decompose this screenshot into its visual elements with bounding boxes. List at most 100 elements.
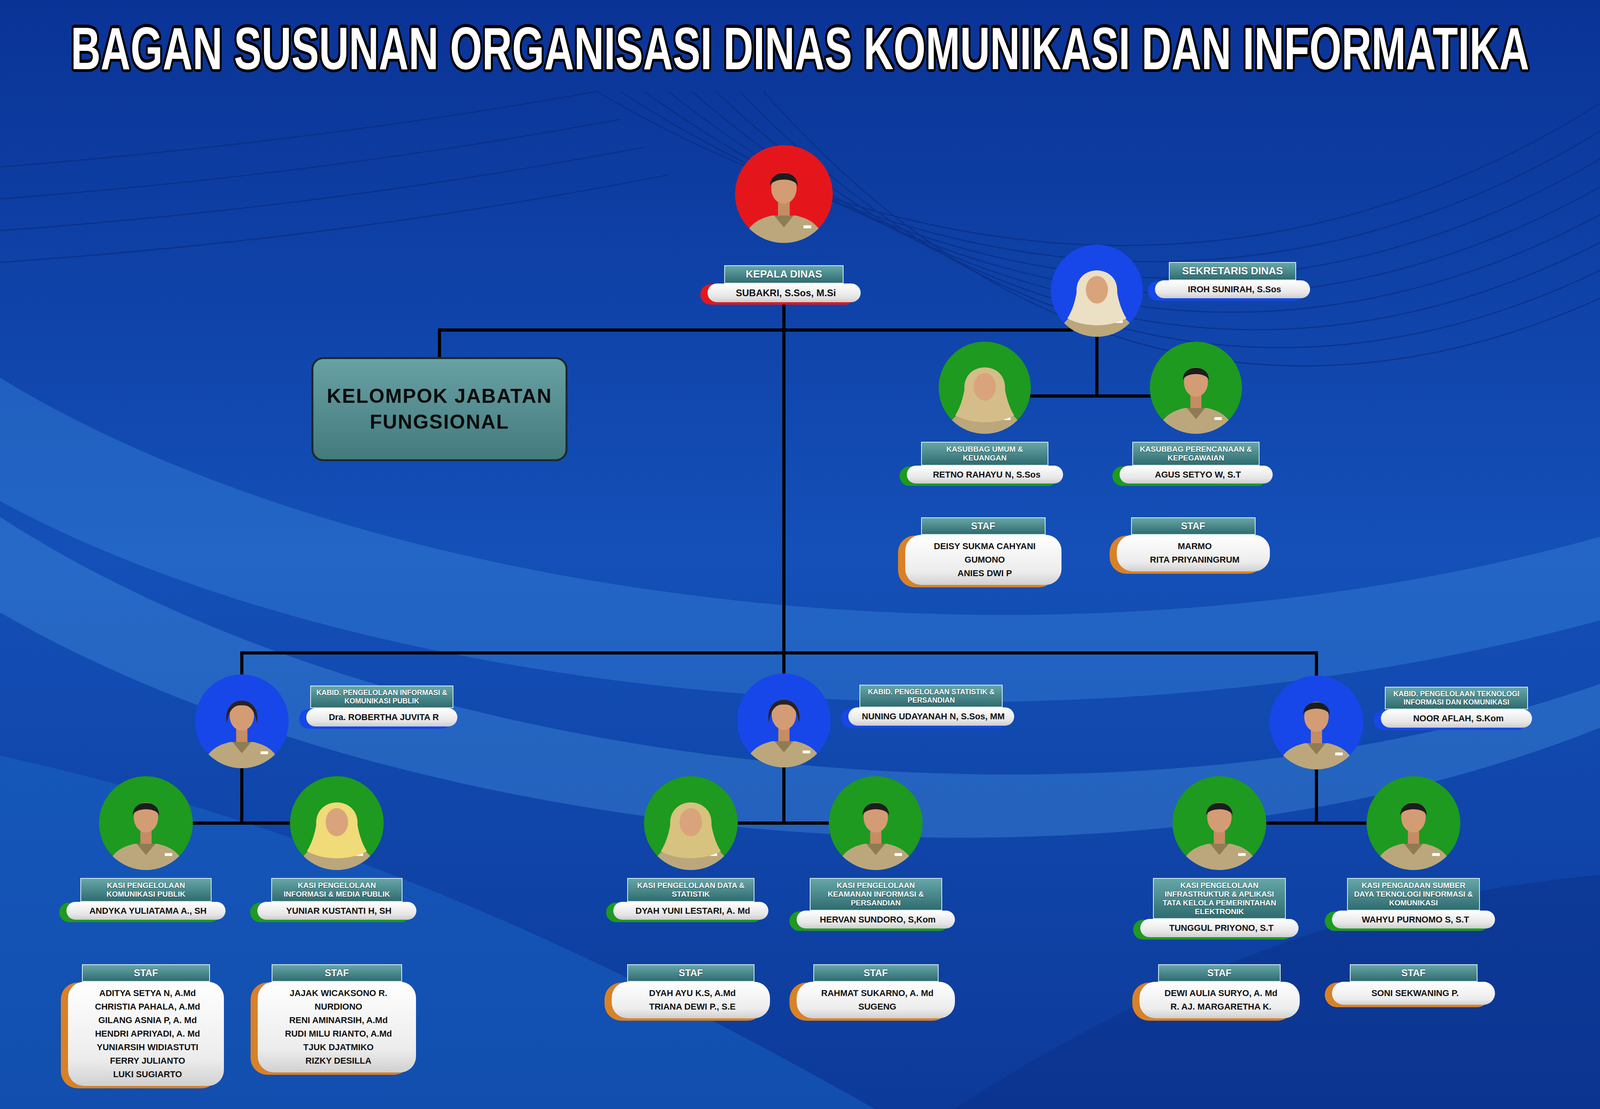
portrait-photo xyxy=(1172,776,1267,871)
staff-name: ADITYA SETYA N, A.Md xyxy=(81,986,214,1001)
official-card: KABID. PENGELOLAAN INFORMASI & KOMUNIKAS… xyxy=(194,674,458,769)
hair xyxy=(132,802,160,816)
official-card: KASI PENGELOLAAN INFRASTRUKTUR & APLIKAS… xyxy=(1140,776,1299,938)
portrait-figure xyxy=(734,145,833,244)
portrait-figure xyxy=(99,776,193,871)
staff-name: CHRISTIA PAHALA, A.Md xyxy=(81,1000,214,1014)
background-lines xyxy=(0,91,1600,366)
title-tab: STAF xyxy=(627,964,755,982)
staff-list-pill: DYAH AYU K.S, A.MdTRIANA DEWI P., S.E xyxy=(611,981,770,1019)
title-tab: SEKRETARIS DINAS xyxy=(1168,262,1297,281)
title-tab: STAF xyxy=(271,964,403,982)
uniform-shirt xyxy=(106,843,186,871)
name-badge xyxy=(1214,417,1222,420)
background-line xyxy=(620,91,1600,262)
staff-card: STAFMARMORITA PRIYANINGRUM xyxy=(1116,517,1270,572)
face xyxy=(973,373,996,401)
staff-name: MARMO xyxy=(1130,539,1260,554)
name-badge xyxy=(1335,752,1343,756)
org-connector xyxy=(1316,769,1367,824)
name-pill: YUNIAR KUSTANTI H, SH xyxy=(257,902,417,920)
org-connector xyxy=(737,767,784,824)
portrait-figure xyxy=(1366,776,1461,871)
portrait-figure xyxy=(289,776,384,871)
staff-name: FERRY JULIANTO xyxy=(81,1054,214,1068)
collar xyxy=(1186,408,1206,420)
staff-card: STAFRAHMAT SUKARNO, A. MdSUGENG xyxy=(796,964,955,1019)
background-swoosh xyxy=(0,755,875,1109)
staff-list-pill: MARMORITA PRIYANINGRUM xyxy=(1116,534,1270,572)
staff-name: RIZKY DESILLA xyxy=(271,1054,406,1068)
portrait-photo xyxy=(736,673,831,768)
uniform-shirt xyxy=(1180,843,1259,871)
hijab xyxy=(955,367,1015,423)
hair xyxy=(768,699,800,723)
org-connector xyxy=(1030,336,1097,397)
staff-name: DEWI AULIA SURYO, A. Md xyxy=(1152,986,1290,1001)
uniform-shirt xyxy=(742,215,826,244)
collar xyxy=(773,215,794,228)
collar xyxy=(136,843,156,856)
hijab xyxy=(660,802,721,859)
staff-name: TJUK DJATMIKO xyxy=(271,1040,406,1055)
staff-list-pill: DEISY SUKMA CAHYANIGUMONOANIES DWI P xyxy=(905,534,1062,586)
collar xyxy=(232,742,251,754)
hair xyxy=(769,173,798,187)
uniform-shirt xyxy=(744,741,824,768)
title-tab: STAF xyxy=(813,964,939,982)
portrait-figure xyxy=(1269,675,1364,770)
portrait-figure xyxy=(1149,341,1243,434)
official-card: KASUBBAG PERENCANAAN & KEPEGAWAIANAGUS S… xyxy=(1119,341,1273,484)
official-card: KASI PENGADAAN SUMBER DAYA TEKNOLOGI INF… xyxy=(1331,776,1496,929)
portrait-photo xyxy=(194,674,289,769)
portrait-figure xyxy=(194,674,289,769)
background-line xyxy=(692,91,1600,313)
name-badge xyxy=(1432,853,1440,857)
portrait-photo xyxy=(938,341,1031,434)
title-tab: KABID. PENGELOLAAN INFORMASI & KOMUNIKAS… xyxy=(310,685,454,709)
staff-name: RAHMAT SUKARNO, A. Md xyxy=(810,986,945,1001)
background-line xyxy=(0,119,621,199)
staff-name: DYAH AYU K.S, A.Md xyxy=(625,986,760,1001)
uniform-shirt xyxy=(1277,743,1356,770)
title-tab: KASUBBAG UMUM & KEUANGAN xyxy=(921,441,1049,466)
portrait-photo xyxy=(289,776,384,871)
staff-name: RUDI MILU RIANTO, A.Md xyxy=(271,1027,406,1041)
name-pill: NOOR AFLAH, S.Kom xyxy=(1380,709,1532,728)
name-pill: Dra. ROBERTHA JUVITA R xyxy=(306,708,458,727)
staff-name: HENDRI APRIYADI, A. Md xyxy=(81,1027,214,1041)
staff-card: STAFDEWI AULIA SURYO, A. MdR. AJ. MARGAR… xyxy=(1139,964,1300,1019)
staff-card: STAF ADITYA SETYA N, A.MdCHRISTIA PAHALA,… xyxy=(68,964,224,1087)
title-tab: KASI PENGELOLAAN INFRASTRUKTUR & APLIKAS… xyxy=(1152,878,1286,920)
org-connector xyxy=(1266,769,1317,824)
hair xyxy=(1303,702,1330,716)
name-pill: NUNING UDAYANAH N, S.Sos, MM xyxy=(848,707,1015,726)
hair xyxy=(226,700,258,724)
hair xyxy=(1400,802,1427,816)
portrait-figure xyxy=(643,776,738,871)
official-card: KASI PENGELOLAAN INFORMASI & MEDIA PUBLI… xyxy=(257,776,417,920)
name-badge xyxy=(803,225,812,229)
background-line xyxy=(739,91,1600,348)
portrait-photo xyxy=(828,776,923,871)
background-line xyxy=(596,91,1600,246)
staff-name: DEISY SUKMA CAHYANI xyxy=(918,539,1052,554)
title-tab: STAF xyxy=(921,517,1046,535)
hair xyxy=(862,802,889,816)
staff-list-pill: SONI SEKWANING P. xyxy=(1331,981,1496,1006)
chart-title: BAGAN SUSUNAN ORGANISASI DINAS KOMUNIKAS… xyxy=(70,18,1530,79)
hair xyxy=(1182,367,1209,381)
name-badge xyxy=(1238,853,1246,857)
staff-name: GILANG ASNIA P, A. Md xyxy=(81,1013,214,1028)
face xyxy=(1085,276,1109,304)
background-line xyxy=(0,91,597,168)
name-pill: SUBAKRI, S.Sos, M.Si xyxy=(707,283,861,303)
staff-name: RITA PRIYANINGRUM xyxy=(1130,553,1260,567)
title-tab: KABID. PENGELOLAAN STATISTIK & PERSANDIA… xyxy=(859,684,1003,708)
title-tab: STAF xyxy=(81,964,210,982)
org-connector xyxy=(783,767,829,824)
portrait-photo xyxy=(1149,341,1243,434)
collar xyxy=(1209,843,1229,856)
